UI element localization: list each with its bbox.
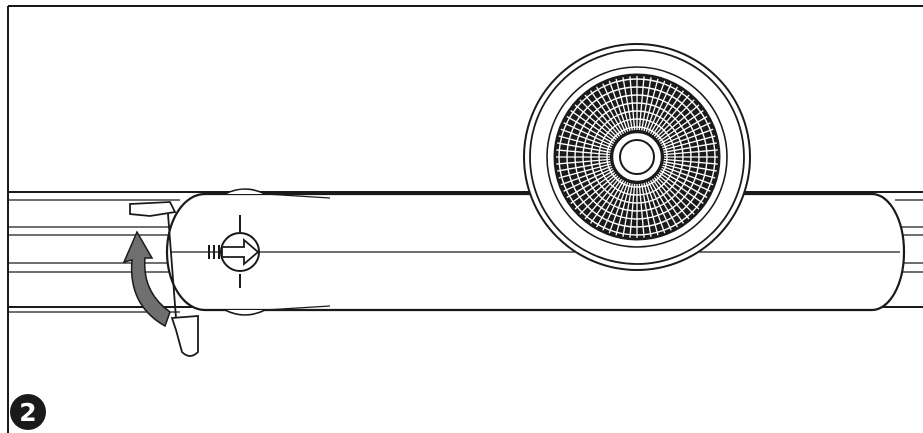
lens-spoke [647, 181, 672, 231]
lens-spoke [658, 171, 704, 204]
lens-spoke [645, 80, 666, 132]
lens-spoke [643, 182, 659, 236]
lens-spoke [579, 99, 619, 139]
lens-spoke [608, 80, 629, 132]
lens-spoke [584, 177, 621, 220]
lens-spoke [556, 149, 611, 156]
lens-spoke [590, 178, 623, 224]
lens-spoke [563, 167, 613, 192]
lens-spoke [662, 128, 714, 149]
lens-spoke [608, 182, 629, 234]
lens-spoke [622, 77, 633, 131]
lens-spoke [641, 183, 652, 237]
lens-spoke [649, 180, 679, 228]
lens-spoke [655, 99, 695, 139]
lens-spoke [602, 83, 627, 133]
lens-spoke [595, 86, 625, 134]
curved-arrow-icon [122, 230, 171, 328]
lens-spoke [645, 182, 666, 234]
lens-spoke [653, 94, 690, 137]
lens-spoke [649, 86, 679, 134]
lens-spoke [560, 165, 612, 186]
lens-spoke [584, 94, 621, 137]
lens-spoke [579, 175, 619, 215]
step-badge: 2 [10, 394, 46, 430]
lens-spoke [557, 161, 611, 172]
panel-frame [7, 5, 923, 433]
lens-spoke [662, 163, 716, 179]
lens-spoke [660, 115, 708, 145]
lens-spoke [663, 149, 718, 156]
lens-spoke [590, 90, 623, 136]
lens-spoke [563, 122, 613, 147]
lens-spoke [574, 173, 617, 210]
camera-lens-icon [523, 43, 751, 271]
step-number: 2 [19, 398, 36, 427]
lens-spoke [558, 135, 612, 151]
lens-spoke [615, 78, 631, 132]
lens-spoke [629, 76, 636, 131]
lens-spoke [643, 78, 659, 132]
lens-spoke [651, 90, 684, 136]
lens-spoke [641, 77, 652, 131]
lens-spoke [574, 104, 617, 141]
lens-spoke [663, 158, 718, 165]
lens-spoke [655, 175, 695, 215]
lens-spoke [595, 180, 625, 228]
lens-spoke [647, 83, 672, 133]
lens-spoke [556, 158, 611, 165]
lens-spoke [658, 110, 704, 143]
lens-spoke [615, 182, 631, 236]
lens-spoke [651, 178, 684, 224]
lens-spoke [638, 76, 645, 131]
lens-spoke [661, 122, 711, 147]
lens-spoke [566, 115, 614, 145]
alignment-arrow-icon [208, 215, 260, 288]
lens-spoke [570, 171, 616, 204]
lens-spoke [661, 167, 711, 192]
lens-spoke [622, 183, 633, 237]
lens-spoke [660, 169, 708, 199]
lens-spoke [653, 177, 690, 220]
lens-spoke [662, 165, 714, 186]
lens-spoke [566, 169, 614, 199]
lens-spoke [662, 135, 716, 151]
lens-spoke [560, 128, 612, 149]
lens-spoke [663, 161, 717, 172]
lens-spoke [558, 163, 612, 179]
lens-spoke [657, 173, 700, 210]
lens-spoke [663, 142, 717, 153]
lens-spoke [657, 104, 700, 141]
latch-lever [129, 201, 199, 357]
lens-spoke [638, 183, 645, 238]
lens-spoke [629, 183, 636, 238]
lens-spoke [557, 142, 611, 153]
lens-grid [556, 76, 718, 238]
lens-spoke [602, 181, 627, 231]
lens-spoke [570, 110, 616, 143]
